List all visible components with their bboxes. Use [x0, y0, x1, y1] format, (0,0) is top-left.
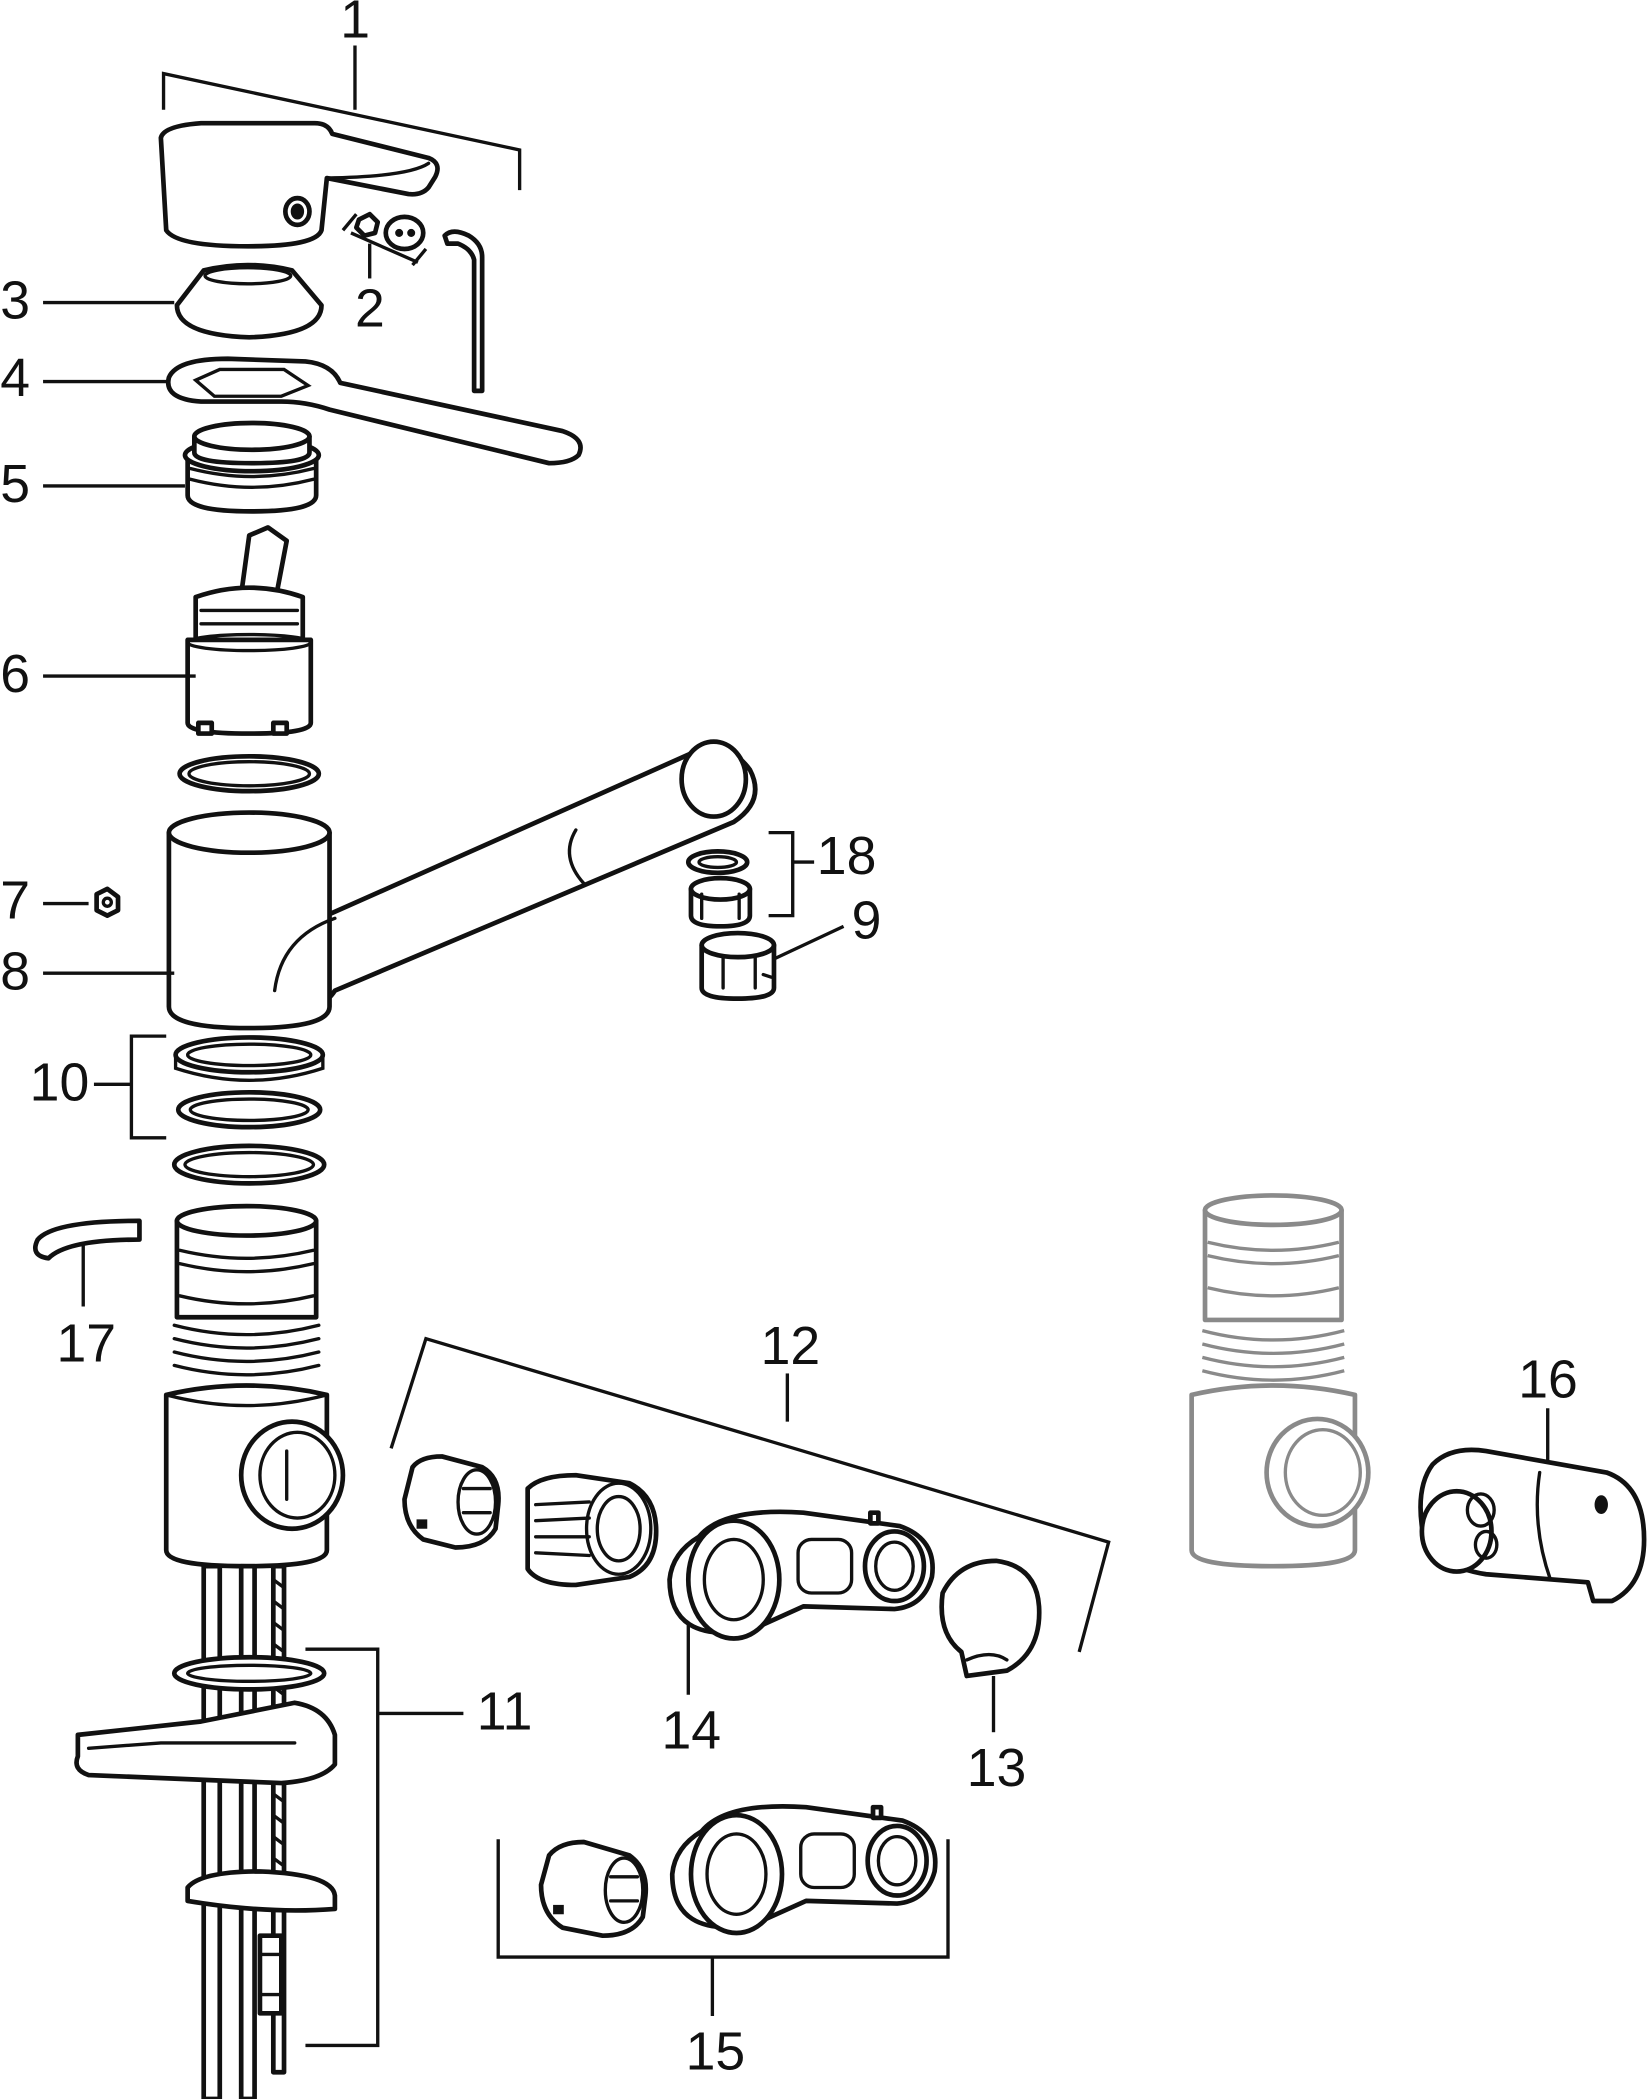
- part-14-diverter-housing: [667, 1509, 935, 1695]
- part-6-cartridge: [185, 525, 314, 736]
- part-16-diverter-valve: [1418, 1408, 1647, 1604]
- callout-8: 8: [0, 942, 30, 1001]
- callout-11: 11: [477, 1683, 533, 1742]
- callout-15: 15: [686, 2023, 746, 2082]
- ghost-alternative-housing: [1189, 1193, 1371, 1569]
- leader-lines: [43, 300, 815, 975]
- part-5-cartridge-nut: [182, 420, 322, 514]
- part-4-wrench: [165, 356, 583, 466]
- callout-18: 18: [817, 827, 877, 886]
- callout-6: 6: [0, 645, 30, 704]
- callout-13: 13: [967, 1739, 1027, 1798]
- part-15-diverter-kit: [496, 1804, 950, 2017]
- callout-2: 2: [355, 280, 385, 339]
- part-17-clip: [33, 1218, 142, 1307]
- part-9-aerator: [699, 924, 845, 1001]
- callout-1: 1: [340, 0, 370, 49]
- callout-4: 4: [0, 349, 30, 408]
- callout-3: 3: [0, 272, 30, 331]
- part-7-grub-screw: [43, 886, 121, 918]
- part-10-seal-rings: [93, 1034, 327, 1186]
- part-1-lever-handle: [158, 45, 522, 249]
- base-housing: [163, 1203, 346, 1569]
- callout-7: 7: [0, 871, 30, 930]
- callout-labels: 1 2 3 4 5 6 7 8 9 10 11 12 13 14 15 16 1…: [0, 0, 1578, 2082]
- part-18-aerator-set: [685, 830, 795, 929]
- callout-16: 16: [1518, 1351, 1578, 1410]
- callout-17: 17: [56, 1314, 116, 1373]
- part-12-diverter-set: [389, 1336, 1111, 1653]
- part-13-diverter-knob: [939, 1558, 1042, 1733]
- o-ring: [177, 753, 322, 794]
- callout-10: 10: [30, 1053, 90, 1112]
- callout-5: 5: [0, 455, 30, 514]
- callout-9: 9: [852, 891, 882, 950]
- callout-14: 14: [662, 1701, 722, 1760]
- callout-12: 12: [761, 1317, 821, 1376]
- part-11-mounting-set: [74, 1563, 464, 2099]
- part-2-screw-set: [341, 211, 485, 394]
- part-3-cover-cap: [174, 262, 324, 340]
- part-8-mixer-body: [166, 739, 758, 1031]
